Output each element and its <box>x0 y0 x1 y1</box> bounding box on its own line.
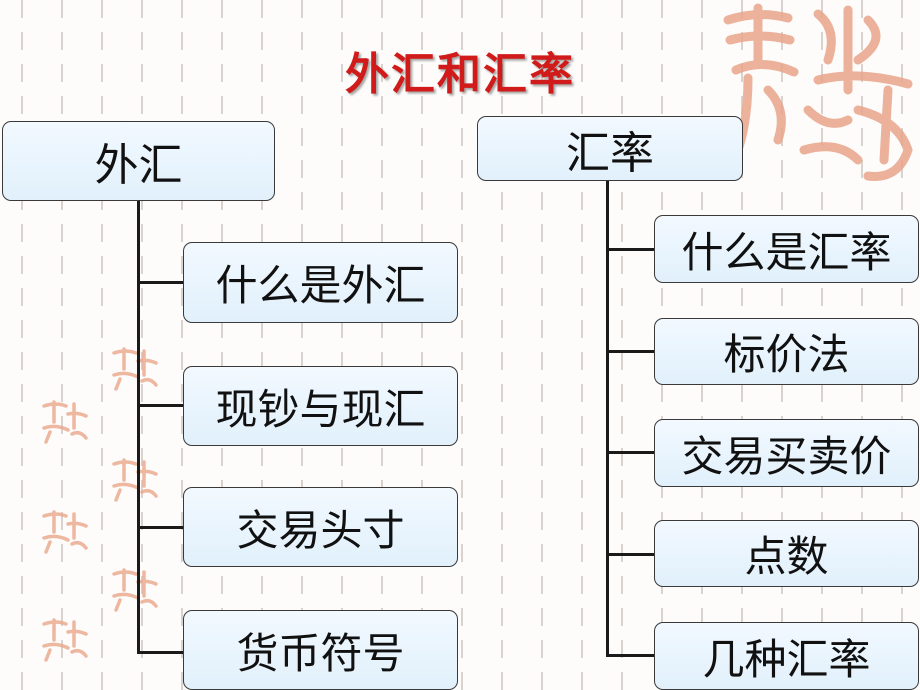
small-seal-decoration-2 <box>42 400 88 444</box>
left-child-node: 现钞与现汇 <box>183 366 458 446</box>
small-seal-decoration-1 <box>112 347 158 391</box>
right-branch-1 <box>606 248 656 251</box>
large-seal-decoration <box>723 3 913 181</box>
left-branch-1 <box>137 281 184 284</box>
left-branch-4 <box>137 651 184 654</box>
right-root-node: 汇率 <box>477 116 743 181</box>
right-branch-5 <box>606 654 656 657</box>
page-title: 外汇和汇率 <box>345 49 575 100</box>
right-child-node: 标价法 <box>654 318 919 385</box>
left-root-node: 外汇 <box>2 121 275 201</box>
left-tree-trunk <box>137 201 140 654</box>
small-seal-decoration-6 <box>42 618 88 662</box>
right-child-node: 交易买卖价 <box>654 419 919 487</box>
left-child-node: 货币符号 <box>183 610 458 690</box>
left-child-node: 交易头寸 <box>183 487 458 567</box>
right-branch-4 <box>606 553 656 556</box>
left-child-node: 什么是外汇 <box>183 242 458 323</box>
small-seal-decoration-3 <box>112 458 158 502</box>
right-branch-2 <box>606 350 656 353</box>
right-tree-trunk <box>606 181 609 657</box>
right-child-node: 点数 <box>654 520 919 587</box>
small-seal-decoration-4 <box>42 510 88 554</box>
right-branch-3 <box>606 451 656 454</box>
left-branch-3 <box>137 526 184 529</box>
left-branch-2 <box>137 404 184 407</box>
right-child-node: 几种汇率 <box>654 622 919 690</box>
small-seal-decoration-5 <box>112 568 158 612</box>
right-child-node: 什么是汇率 <box>654 215 919 283</box>
